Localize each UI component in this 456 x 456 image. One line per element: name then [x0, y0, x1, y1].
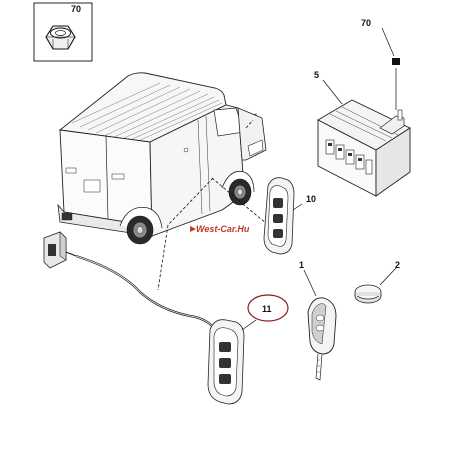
nut-icon	[45, 25, 76, 50]
relay-unit	[317, 58, 411, 197]
connector-plug	[43, 231, 77, 269]
inset-callout-70: 70	[71, 4, 81, 14]
nut-inset: 70	[33, 2, 93, 62]
bolt-marker-icon	[392, 58, 400, 65]
leader-dashed-lines	[157, 119, 273, 291]
callout-70: 70	[361, 18, 371, 28]
callout-1: 1	[299, 260, 304, 270]
callout-11: 11	[262, 304, 272, 314]
callout-5: 5	[314, 70, 319, 80]
callout-2: 2	[395, 260, 400, 270]
wire-harness	[75, 254, 217, 331]
switch-11	[207, 319, 245, 405]
van-illustration	[57, 72, 267, 245]
watermark: West-Car.Hu	[190, 224, 250, 234]
callout-10: 10	[306, 194, 316, 204]
callout-leaders	[241, 27, 397, 331]
svg-text:West-Car.Hu: West-Car.Hu	[196, 224, 250, 234]
highlight-circle	[247, 294, 289, 322]
key-fob	[307, 297, 337, 381]
switch-10	[263, 177, 295, 255]
coin-battery	[354, 284, 382, 304]
watermark-arrow-icon	[190, 226, 196, 232]
